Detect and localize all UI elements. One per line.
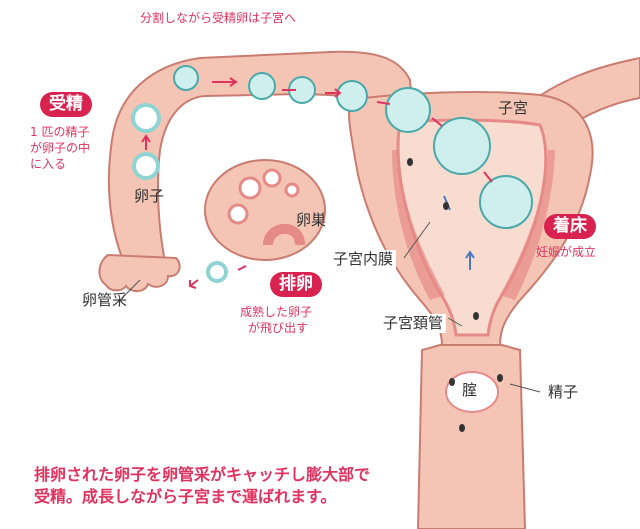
sperm-label: 精子 (548, 383, 579, 401)
arrow (483, 171, 493, 183)
implantation-badge: 着床 (544, 214, 596, 240)
vagina-label: 腟 (462, 381, 478, 399)
endometrium-right (500, 150, 555, 300)
egg-cell (132, 152, 160, 180)
morula (336, 80, 368, 112)
released-egg (206, 261, 228, 283)
leader-line (509, 383, 541, 393)
ovulation-desc-2: が飛び出す (248, 321, 309, 335)
arrow (325, 88, 342, 98)
blastocyst-early (385, 87, 431, 133)
fertilization-desc-1: 1 匹の精子 (30, 125, 90, 139)
fertilization-badge: 受精 (40, 92, 92, 118)
implantation-desc: 妊娠が成立 (536, 245, 597, 259)
fimbria-label: 卵管采 (82, 291, 128, 309)
ruptured-follicle (263, 223, 305, 246)
implanting-blastocyst (479, 175, 533, 229)
embryo-2cell (173, 65, 199, 91)
ovary-label: 卵巣 (296, 211, 327, 229)
uterus-label: 子宮 (498, 99, 529, 117)
sperm-group (407, 158, 503, 432)
sperm-arrow (465, 250, 475, 270)
leader-line (119, 279, 141, 301)
fertilization-desc-3: に入る (30, 157, 67, 171)
endometrium (392, 150, 445, 300)
blastocyst (433, 117, 491, 175)
leader-line (447, 317, 463, 327)
ovulation-badge: 排卵 (270, 272, 322, 298)
follicle (262, 168, 282, 188)
fertilization-desc-2: が卵子の中 (30, 141, 91, 155)
egg-label: 卵子 (134, 187, 165, 205)
embryo-4cell (248, 72, 276, 100)
arrow (237, 265, 247, 271)
summary-line-1: 排卵された卵子を卵管采がキャッチし膨大部で (34, 465, 371, 484)
arrow (376, 101, 391, 105)
follicle (227, 203, 249, 225)
leader-line (403, 221, 431, 259)
ovulation-desc-1: 成熟した卵子 (240, 305, 313, 319)
summary-line-2: 受精。成長しながら子宮まで運ばれます。 (34, 487, 337, 506)
arrow (189, 279, 199, 289)
fimbria (98, 253, 181, 292)
fertilized-egg (131, 103, 161, 133)
cervix-label: 子宮頚管 (380, 314, 447, 334)
follicle (284, 182, 300, 198)
arrow (431, 117, 443, 127)
transport-caption: 分割しながら受精卵は子宮へ (140, 11, 297, 25)
vagina-opening (445, 371, 499, 413)
follicle (238, 176, 262, 200)
endometrium-label: 子宮内膜 (330, 250, 397, 270)
arrow (141, 134, 151, 150)
arrow (212, 77, 238, 87)
